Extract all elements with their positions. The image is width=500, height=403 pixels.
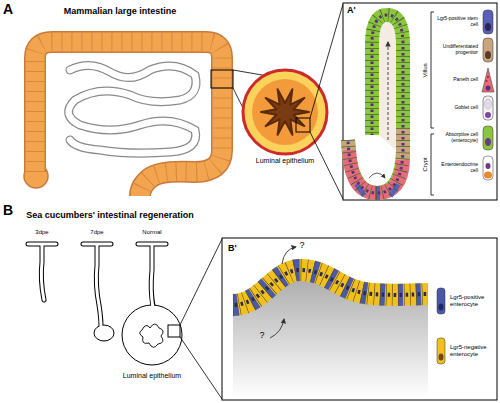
stem-cell-icon [483,10,493,34]
nucleus [439,354,444,361]
lumen [261,89,309,135]
granules [484,172,492,179]
regeneration-detail [222,238,497,400]
intestine-section [122,305,182,365]
panel-title: Sea cucumbers' intestinal regeneration [26,210,194,220]
zoom-line [310,132,343,199]
mucus [485,99,492,109]
mucosa [252,79,318,145]
nucleus [485,112,491,118]
epithelium [233,270,428,305]
zoom-line [180,337,222,399]
stage-label: Normal [142,229,161,236]
lgr5-positive-cells [233,270,428,305]
nucleus [485,138,491,146]
stage-label: 3dpe [35,229,48,236]
negative-enterocyte-icon [437,338,445,364]
panel-frame [343,3,497,200]
zoom-box [211,70,233,88]
haustra [35,42,222,196]
question-arrow [282,247,296,264]
question-mark: ? [299,240,304,250]
legend-text: Lgr5-positive enterocyte [450,294,496,308]
legend-text: Lgr5-positive stem cell [434,16,478,28]
enteroendocrine-icon [483,156,493,180]
nuclei [348,15,403,193]
legend-text: Enteroendocrine cell [434,162,478,174]
legend-text: Undifferentiated progenitor [434,44,478,56]
nucleus [485,23,491,31]
zoom-line [180,239,222,325]
positive-enterocyte-icon [437,288,445,314]
large-intestine [24,42,268,196]
panel-letter: A' [347,5,356,15]
granule [487,76,489,78]
intestine-bulb [94,325,114,341]
question-arrow [270,319,284,338]
paneth-icon [482,68,494,92]
annotation: Luminal epithelium [123,372,181,380]
zoom-box [296,118,310,132]
nucleus [486,86,491,91]
self-renewal-arrow [369,173,385,178]
question-mark: ? [259,330,264,340]
enterocyte-icon [483,126,493,150]
colon [35,42,222,196]
intestine-lumen [28,244,166,328]
crypt-bracket [431,134,434,195]
connective-tissue [233,270,428,398]
cell-borders [233,270,428,305]
legend-text: Lgr5-negative enterocyte [450,344,496,358]
stage-label: 7dpe [90,229,103,236]
zoom-box [168,325,180,337]
small-intestine [69,65,196,153]
luminal-epithelium [140,324,163,347]
panel-title: Mammalian large intestine [64,6,177,16]
small-intestine-lumen [69,65,196,153]
progenitor-icon [483,38,493,62]
nucleus [439,304,444,311]
legend-text: Paneth cell [434,77,478,83]
zoom-line [310,4,343,118]
nuclei [233,270,428,305]
nucleus [485,51,491,59]
villus-core [379,22,396,150]
panel-letter: A [3,1,13,17]
villus-bracket [431,12,434,128]
goblet-icon [483,96,493,120]
panel-letter: B' [228,243,237,253]
annotation: Luminal epithelium [256,157,314,165]
legend-icons [482,10,494,180]
granule [486,80,488,82]
sea-cucumber-intestines [28,239,222,399]
nucleus [486,163,491,169]
zone-label: Villus [422,63,429,77]
panel-letter: B [3,202,13,218]
zone-label: Crypt [422,157,429,171]
epithelium [348,15,403,193]
legend-text: Goblet cell [434,105,478,111]
cell-borders [348,15,403,193]
migration-arrow [388,42,389,140]
colon-outline [35,42,222,196]
cross-section [243,4,343,199]
panel-frame [222,238,497,400]
legend-text: Absorptive cell (enterocyte) [434,132,478,144]
epithelium-detail [343,3,497,200]
